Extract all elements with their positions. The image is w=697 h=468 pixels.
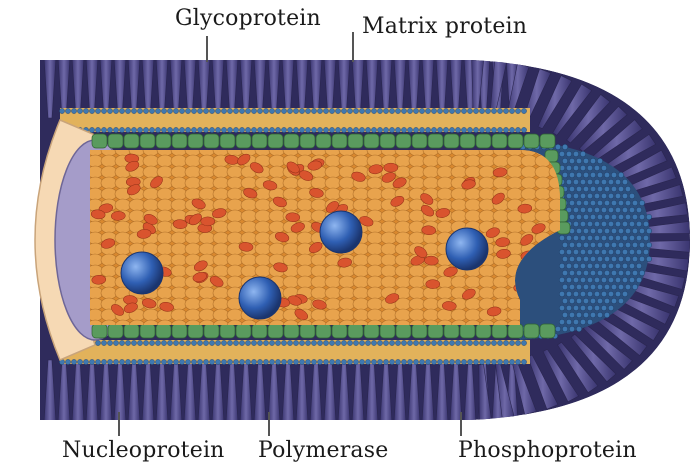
polymerase-sphere (121, 252, 163, 294)
polymerase-sphere (320, 211, 362, 253)
label-glycoprotein: Glycoprotein (175, 6, 321, 31)
leader-matrix-protein (352, 32, 354, 62)
polymerase-sphere (239, 277, 281, 319)
leader-phosphoprotein (460, 412, 462, 436)
label-nucleoprotein: Nucleoprotein (62, 438, 225, 463)
leader-nucleoprotein (118, 412, 120, 436)
label-phosphoprotein: Phosphoprotein (458, 438, 637, 463)
label-matrix-protein: Matrix protein (362, 14, 527, 39)
polymerase-sphere (446, 228, 488, 270)
leader-polymerase (268, 412, 270, 436)
leader-glycoprotein (206, 36, 208, 62)
label-polymerase: Polymerase (258, 438, 388, 463)
